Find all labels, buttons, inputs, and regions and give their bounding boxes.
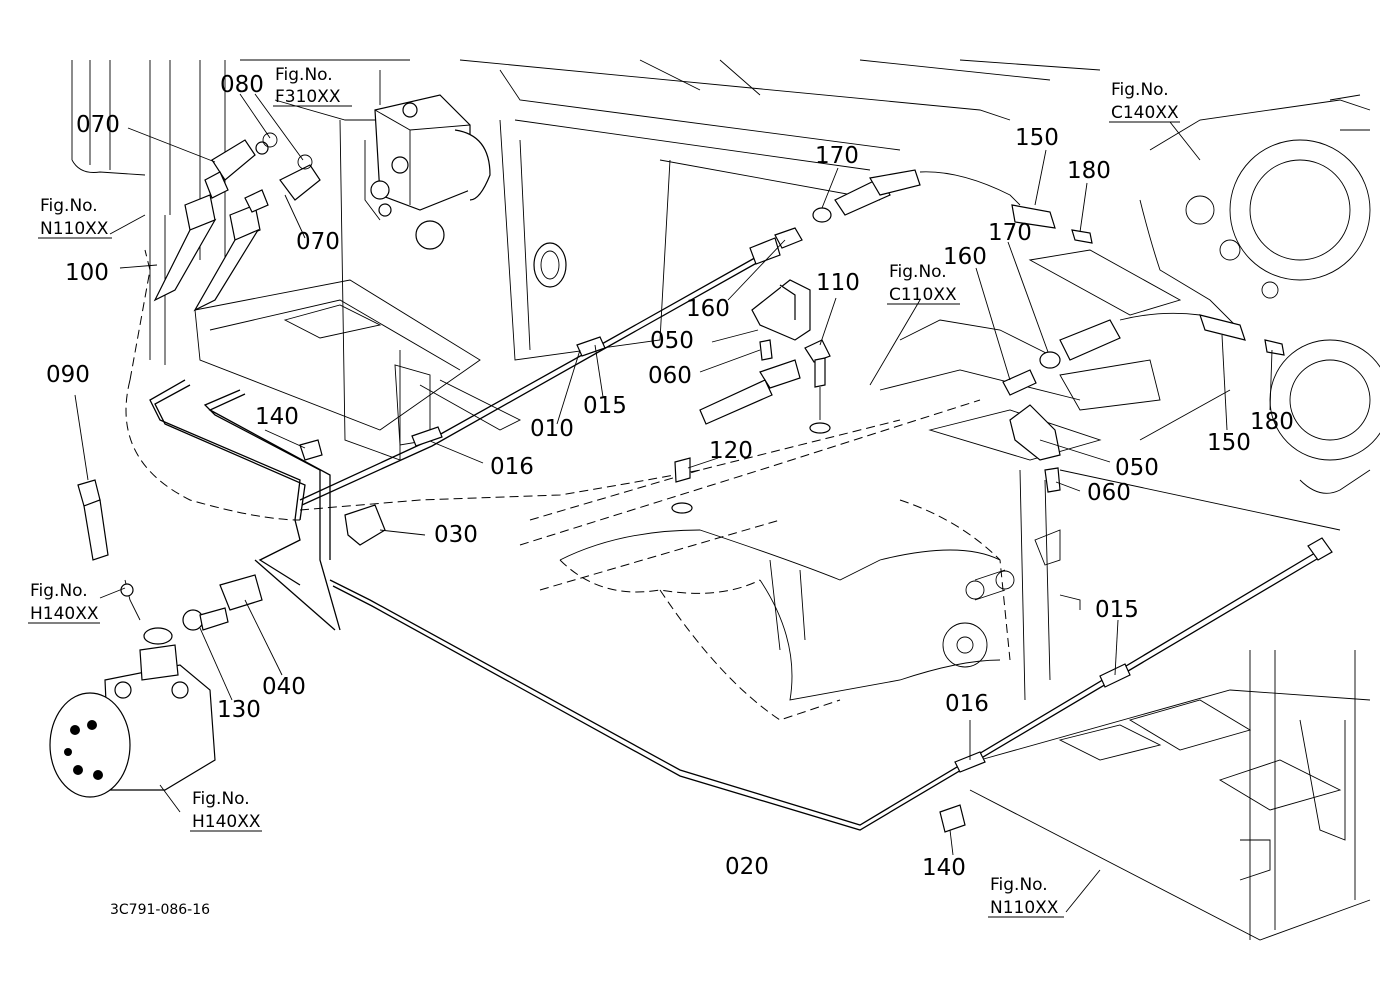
label-180-a: 180 [1067,158,1111,184]
label-160-a: 160 [686,296,730,322]
label-060-b: 060 [1087,480,1131,506]
label-050-b: 050 [1115,455,1159,481]
label-015-b: 015 [1095,597,1139,623]
figure-code: 3C791-086-16 [110,902,210,918]
figref-h140xx-bottom-title: Fig.No. [192,789,250,809]
figref-h140xx-bottom[interactable]: Fig.No. H140XX [190,789,262,832]
figref-c140xx-title: Fig.No. [1111,80,1169,100]
label-100: 100 [65,260,109,286]
hose-assembly-100 [153,132,321,312]
figref-c110xx-code: C110XX [889,285,957,305]
figref-c110xx[interactable]: Fig.No. C110XX [887,262,960,305]
label-170-b: 170 [988,220,1032,246]
label-140-b: 140 [922,855,966,881]
figref-h140xx-left[interactable]: Fig.No. H140XX [28,581,100,624]
figref-c140xx-code: C140XX [1111,103,1179,123]
figref-n110xx-bottom[interactable]: Fig.No. N110XX [988,875,1064,918]
figref-f310xx-title: Fig.No. [275,65,333,85]
figref-h140xx-bottom-code: H140XX [192,812,261,832]
figref-c140xx[interactable]: Fig.No. C140XX [1109,80,1180,123]
label-050-a: 050 [650,328,694,354]
label-180-b: 180 [1250,409,1294,435]
label-150-a: 150 [1015,125,1059,151]
label-070-a: 070 [76,112,120,138]
figref-n110xx-left-code: N110XX [40,219,109,239]
label-150-b: 150 [1207,430,1251,456]
part-labels: 070 080 070 100 090 140 016 010 015 030 … [46,72,1294,881]
pipe-lines [149,254,1333,831]
fittings [182,169,1285,833]
label-140-a: 140 [255,404,299,430]
label-010: 010 [530,416,574,442]
label-060-a: 060 [648,363,692,389]
label-130: 130 [217,697,261,723]
control-valve [364,94,491,250]
label-170-a: 170 [815,143,859,169]
figref-h140xx-left-code: H140XX [30,604,99,624]
label-120: 120 [709,438,753,464]
label-080: 080 [220,72,264,98]
figref-c110xx-title: Fig.No. [889,262,947,282]
figref-f310xx[interactable]: Fig.No. F310XX [273,65,352,107]
figref-n110xx-left-title: Fig.No. [40,196,98,216]
label-110: 110 [816,270,860,296]
figref-n110xx-bottom-code: N110XX [990,898,1059,918]
label-160-b: 160 [943,244,987,270]
label-016-b: 016 [945,691,989,717]
frame-structure [71,59,1380,941]
figref-n110xx-bottom-title: Fig.No. [990,875,1048,895]
label-090: 090 [46,362,90,388]
leader-lines [74,93,1273,913]
steering-pump [49,479,216,798]
figref-n110xx-left[interactable]: Fig.No. N110XX [38,196,112,239]
label-015-a: 015 [583,393,627,419]
label-020: 020 [725,854,769,880]
label-016-a: 016 [490,454,534,480]
figref-f310xx-code: F310XX [275,87,341,107]
label-070-b: 070 [296,229,340,255]
figure-references: Fig.No. F310XX Fig.No. N110XX Fig.No. H1… [28,65,1180,918]
label-040: 040 [262,674,306,700]
figref-h140xx-left-title: Fig.No. [30,581,88,601]
label-030: 030 [434,522,478,548]
